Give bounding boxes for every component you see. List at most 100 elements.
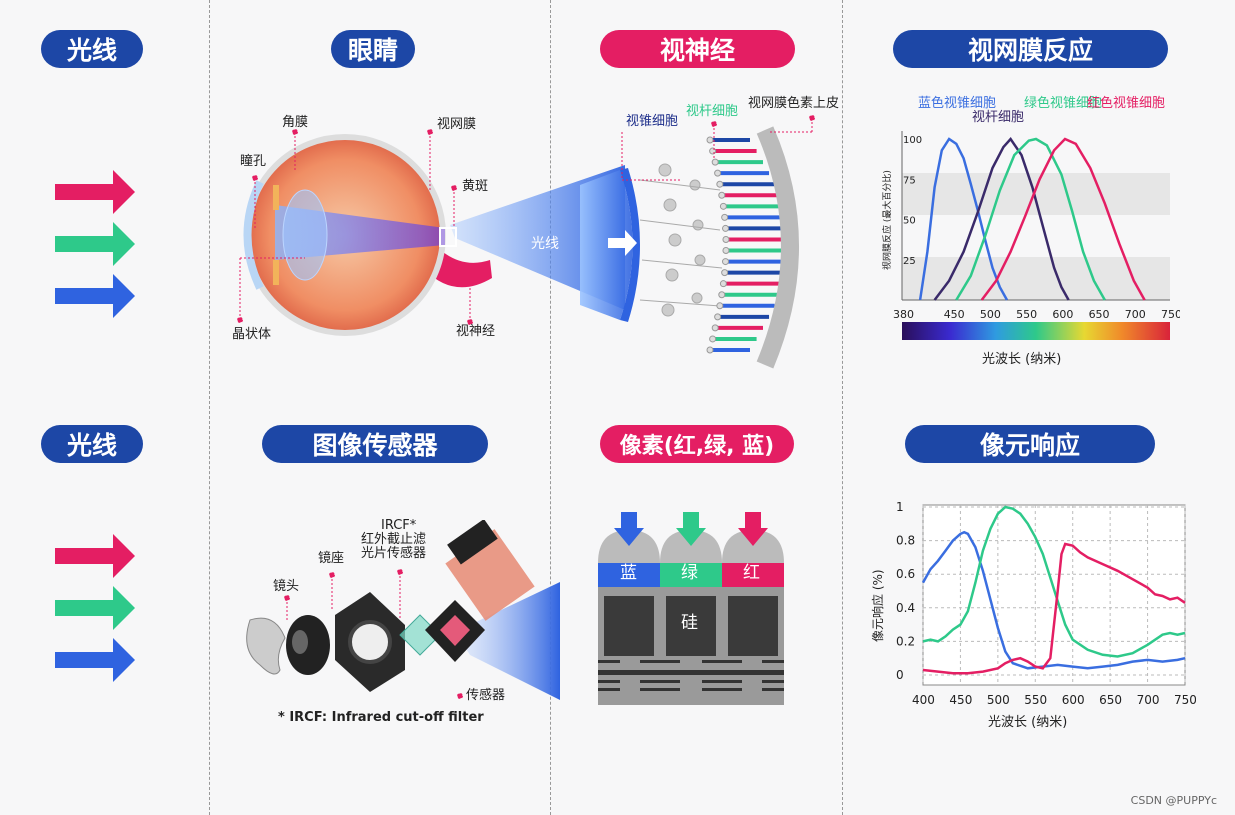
receptor-nucleus xyxy=(718,291,726,299)
y-tick-label: 1 xyxy=(896,500,904,514)
pixel-label-green: 绿 xyxy=(681,563,698,583)
label-ircf-line3: 光片传感器 xyxy=(361,546,427,561)
light-arrows-top xyxy=(55,170,135,318)
photoreceptor-layer xyxy=(706,136,790,354)
x-tick-label: 400 xyxy=(912,693,935,707)
receptor-nucleus xyxy=(722,247,730,255)
y-tick-label: 50 xyxy=(903,216,916,227)
label-retina: 视网膜 xyxy=(437,117,477,132)
receptor-nucleus xyxy=(716,302,724,310)
series-line-2 xyxy=(955,137,1106,301)
x-tick-label: 600 xyxy=(1052,308,1073,321)
filter-blue xyxy=(598,563,660,587)
y-tick-label: 25 xyxy=(903,256,916,267)
pixel-label-blue: 蓝 xyxy=(620,563,637,583)
red-light-arrow-icon xyxy=(55,534,135,578)
receptor-nucleus xyxy=(719,202,727,210)
series-line-1 xyxy=(933,136,1070,301)
receptor-nucleus xyxy=(711,324,719,332)
legend-blue-cone: 蓝色视锥细胞 xyxy=(918,96,997,111)
legend-green-cone: 绿色视锥细胞 xyxy=(1024,96,1103,111)
microlens-blue xyxy=(598,530,660,563)
pigment-epithelium xyxy=(756,126,799,369)
header-retina-response: 视网膜反应 xyxy=(893,30,1168,68)
microlens-red xyxy=(722,530,784,563)
blue-arrow-icon xyxy=(614,512,644,546)
filter-green xyxy=(660,563,722,587)
x-tick-label: 380 xyxy=(893,308,914,321)
x-tick-label: 450 xyxy=(944,308,965,321)
header-light-bottom: 光线 xyxy=(41,425,143,463)
legend-red-cone: 红色视锥细胞 xyxy=(1087,96,1166,111)
lens-cap xyxy=(246,617,286,675)
label-ircf-line1: IRCF* xyxy=(381,518,417,533)
receptor-nucleus xyxy=(721,269,729,277)
band-0-25 xyxy=(902,257,1170,300)
label-pupil: 瞳孔 xyxy=(240,154,267,169)
legend-rod: 视杆细胞 xyxy=(972,110,1025,125)
receptor-nucleus xyxy=(716,180,724,188)
x-tick-label: 750 xyxy=(1161,308,1180,321)
green-arrow-icon xyxy=(676,512,706,546)
receptor-nucleus xyxy=(711,158,719,166)
receptor-nucleus xyxy=(722,235,730,243)
retina-cross-section xyxy=(580,115,815,369)
y-tick-label: 0.8 xyxy=(896,534,915,548)
receptor-nucleus xyxy=(719,280,727,288)
x-tick-label: 450 xyxy=(949,693,972,707)
x-tick-label: 550 xyxy=(1024,693,1047,707)
filter-red xyxy=(722,563,784,587)
red-light-arrow-icon xyxy=(55,170,135,214)
header-pixel-response: 像元响应 xyxy=(905,425,1155,463)
eye-illustration xyxy=(237,129,625,336)
x-tick-label: 500 xyxy=(980,308,1001,321)
chart2-ylabel: 像元响应 (%) xyxy=(870,569,885,642)
red-arrow-icon xyxy=(738,512,768,546)
pixel-label-red: 红 xyxy=(743,563,760,583)
label-lens: 晶状体 xyxy=(232,327,272,342)
x-tick-label: 700 xyxy=(1125,308,1146,321)
x-tick-label: 550 xyxy=(1016,308,1037,321)
label-sensor: 传感器 xyxy=(466,688,506,703)
blue-light-arrow-icon xyxy=(55,274,135,318)
pixel-label-silicon: 硅 xyxy=(681,613,698,633)
header-light-top: 光线 xyxy=(41,30,143,68)
spectrum-bar xyxy=(902,322,1170,340)
y-tick-label: 0 xyxy=(896,668,904,682)
y-tick-label: 0.4 xyxy=(896,601,915,615)
pixel-cross-section xyxy=(598,512,784,705)
lens xyxy=(282,189,328,281)
x-tick-label: 600 xyxy=(1062,693,1085,707)
receptor-nucleus xyxy=(706,346,714,354)
series-line-2 xyxy=(922,542,1186,675)
label-light: 光线 xyxy=(531,236,559,252)
x-tick-label: 650 xyxy=(1089,308,1110,321)
x-tick-label: 700 xyxy=(1137,693,1160,707)
label-cornea: 角膜 xyxy=(282,115,309,130)
lens-body xyxy=(286,615,330,675)
light-arrow-icon xyxy=(608,230,637,256)
retina-surface xyxy=(620,168,640,322)
receptor-nucleus xyxy=(714,313,722,321)
series-line-1 xyxy=(922,505,1186,658)
receptor-nucleus xyxy=(706,136,714,144)
receptor-nucleus xyxy=(714,169,722,177)
header-image-sensor: 图像传感器 xyxy=(262,425,488,463)
label-rod-cell: 视杆细胞 xyxy=(686,104,739,119)
receptor-nucleus xyxy=(718,191,726,199)
macula-zoom-box xyxy=(439,227,457,247)
label-cone-cell: 视锥细胞 xyxy=(626,114,679,129)
receptor-nucleus xyxy=(721,213,729,221)
receptor-nucleus xyxy=(722,224,730,232)
chart1-xlabel: 光波长 (纳米) xyxy=(982,352,1061,367)
retina-beam-front xyxy=(580,170,633,320)
chart1-ylabel: 视网膜反应 (最大百分比) xyxy=(881,170,893,270)
series-line-0 xyxy=(921,530,1186,670)
green-light-arrow-icon xyxy=(55,222,135,266)
label-optic-nerve: 视神经 xyxy=(456,324,496,339)
header-eye: 眼睛 xyxy=(331,30,415,68)
header-pixels: 像素(红,绿, 蓝) xyxy=(600,425,794,463)
chart2-xlabel: 光波长 (纳米) xyxy=(988,715,1067,730)
